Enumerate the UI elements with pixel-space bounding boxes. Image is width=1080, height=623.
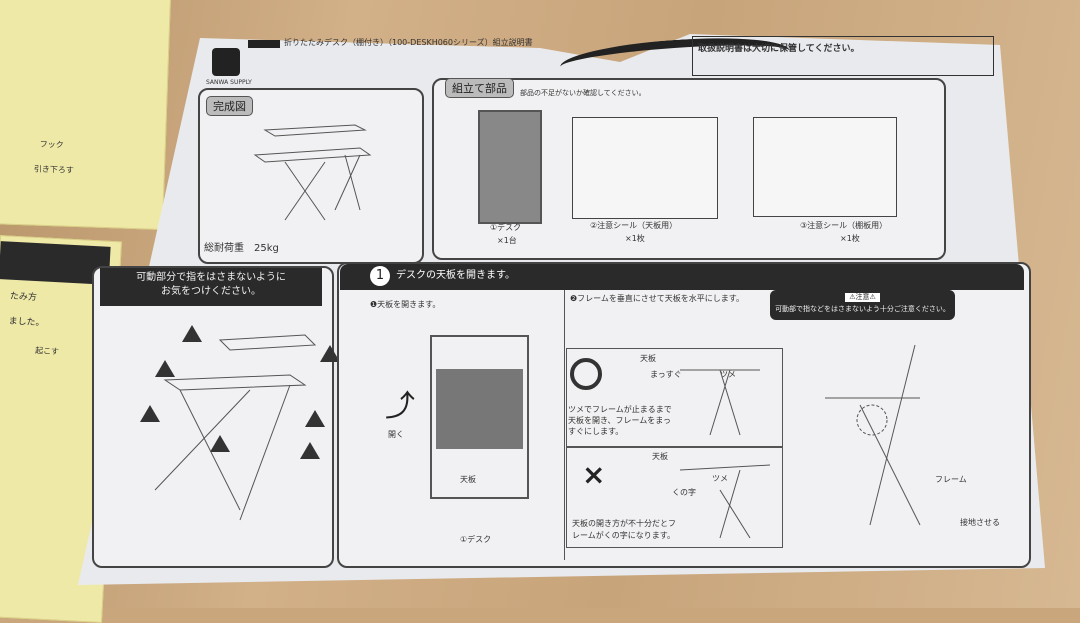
raise-label: 起こす	[34, 346, 60, 357]
warning-triangle-icon	[140, 405, 160, 422]
warning-triangle-icon	[305, 410, 325, 427]
part-3-qty: ×1枚	[840, 234, 860, 243]
finger-warning-header: 可動部分で指をはさまないように お気をつけください。	[100, 268, 322, 306]
warning-triangle-icon	[210, 435, 230, 452]
ok-frame-drawing	[680, 369, 760, 436]
parts-note: 部品の不足がないか確認してください。	[520, 89, 646, 97]
open-arrow-icon: ⤴	[385, 389, 415, 424]
step1-number-badge: 1	[370, 266, 390, 286]
pull-label: 引き下ろす	[33, 164, 74, 175]
done-label: ました。	[8, 316, 45, 329]
keep-notice: 取扱説明書は大切に保管してください。	[698, 44, 860, 54]
ng-cross-icon: ×	[582, 458, 606, 491]
left-sheet-top: フック 引き下ろす	[0, 0, 172, 231]
parts-label: 組立て部品	[445, 78, 514, 98]
step1-sub1: ❶天板を開きます。	[370, 300, 441, 309]
desk-drawing	[253, 124, 372, 221]
desk-label: ①デスク	[460, 535, 492, 544]
step1-header	[340, 264, 1024, 290]
completed-figure-panel	[198, 88, 424, 264]
ok-circle-icon	[570, 358, 602, 390]
warning-triangle-icon	[300, 442, 320, 459]
part-3-name: ③注意シール（棚板用）	[800, 221, 888, 230]
top-board-label: 天板	[460, 475, 476, 484]
completed-label: 完成図	[206, 96, 253, 116]
part-1-name: ①デスク	[490, 223, 522, 232]
warning-triangle-icon	[155, 360, 175, 377]
manual-title: 折りたたみデスク（棚付き）（100-DESKH060シリーズ）組立説明書	[284, 38, 533, 47]
part-sticker-2-image	[572, 117, 718, 219]
finger-warning-line1: 可動部分で指をはさまないように	[136, 272, 286, 283]
ok-text: ツメでフレームが止まるまで天板を開き、フレームをまっすぐにします。	[568, 405, 672, 436]
caution-box: ⚠注意⚠ 可動部で指などをはさまないよう十分ご注意ください。	[770, 290, 955, 320]
warning-triangle-icon	[182, 325, 202, 342]
hook-label: フック	[39, 139, 64, 150]
part-desk-image	[478, 110, 542, 224]
ng-top-label: 天板	[652, 452, 668, 461]
warning-triangle-icon	[320, 345, 340, 362]
part-2-qty: ×1枚	[625, 234, 645, 243]
ng-text: 天板の開き方が不十分だとフレームがくの字になります。	[572, 519, 676, 540]
fold-label: たみ方	[9, 291, 38, 304]
step1-divider	[564, 290, 565, 560]
desk-side-view-drawing	[825, 344, 921, 526]
open-label: 開く	[388, 430, 404, 439]
part-1-qty: ×1台	[497, 236, 517, 245]
part-2-name: ②注意シール（天板用）	[590, 221, 678, 230]
finger-warning-line2: お気をつけください。	[161, 286, 261, 297]
caution-title: ⚠注意⚠	[845, 293, 880, 302]
keep-notice-box	[692, 36, 994, 76]
desk-top-board	[436, 369, 523, 449]
brand-logo	[212, 48, 240, 76]
ok-example-box	[566, 348, 783, 448]
ok-straight-label: まっすぐ	[650, 370, 682, 379]
brand-name: SANWA SUPPLY	[206, 79, 252, 86]
step1-sub2: ❷フレームを垂直にさせて天板を水平にします。	[570, 294, 744, 303]
header-black-bar	[248, 40, 280, 48]
frame-label: フレーム	[935, 475, 967, 484]
caution-text: 可動部で指などをはさまないよう十分ご注意ください。	[775, 305, 950, 313]
ok-top-label: 天板	[640, 354, 656, 363]
step1-title: デスクの天板を開きます。	[396, 270, 515, 281]
load-capacity: 総耐荷重 25kg	[204, 243, 279, 254]
ng-claw-label: ツメ	[712, 474, 728, 483]
ok-claw-label: ツメ	[720, 370, 736, 379]
part-sticker-3-image	[753, 117, 897, 217]
ng-bent-label: くの字	[672, 488, 696, 497]
desk-with-warnings-drawing	[154, 334, 317, 521]
ground-label: 接地させる	[960, 518, 1000, 527]
folded-desk-image	[430, 335, 529, 499]
ng-example-box	[566, 446, 783, 548]
ng-frame-drawing	[680, 464, 771, 539]
finger-warning-panel	[92, 266, 334, 568]
